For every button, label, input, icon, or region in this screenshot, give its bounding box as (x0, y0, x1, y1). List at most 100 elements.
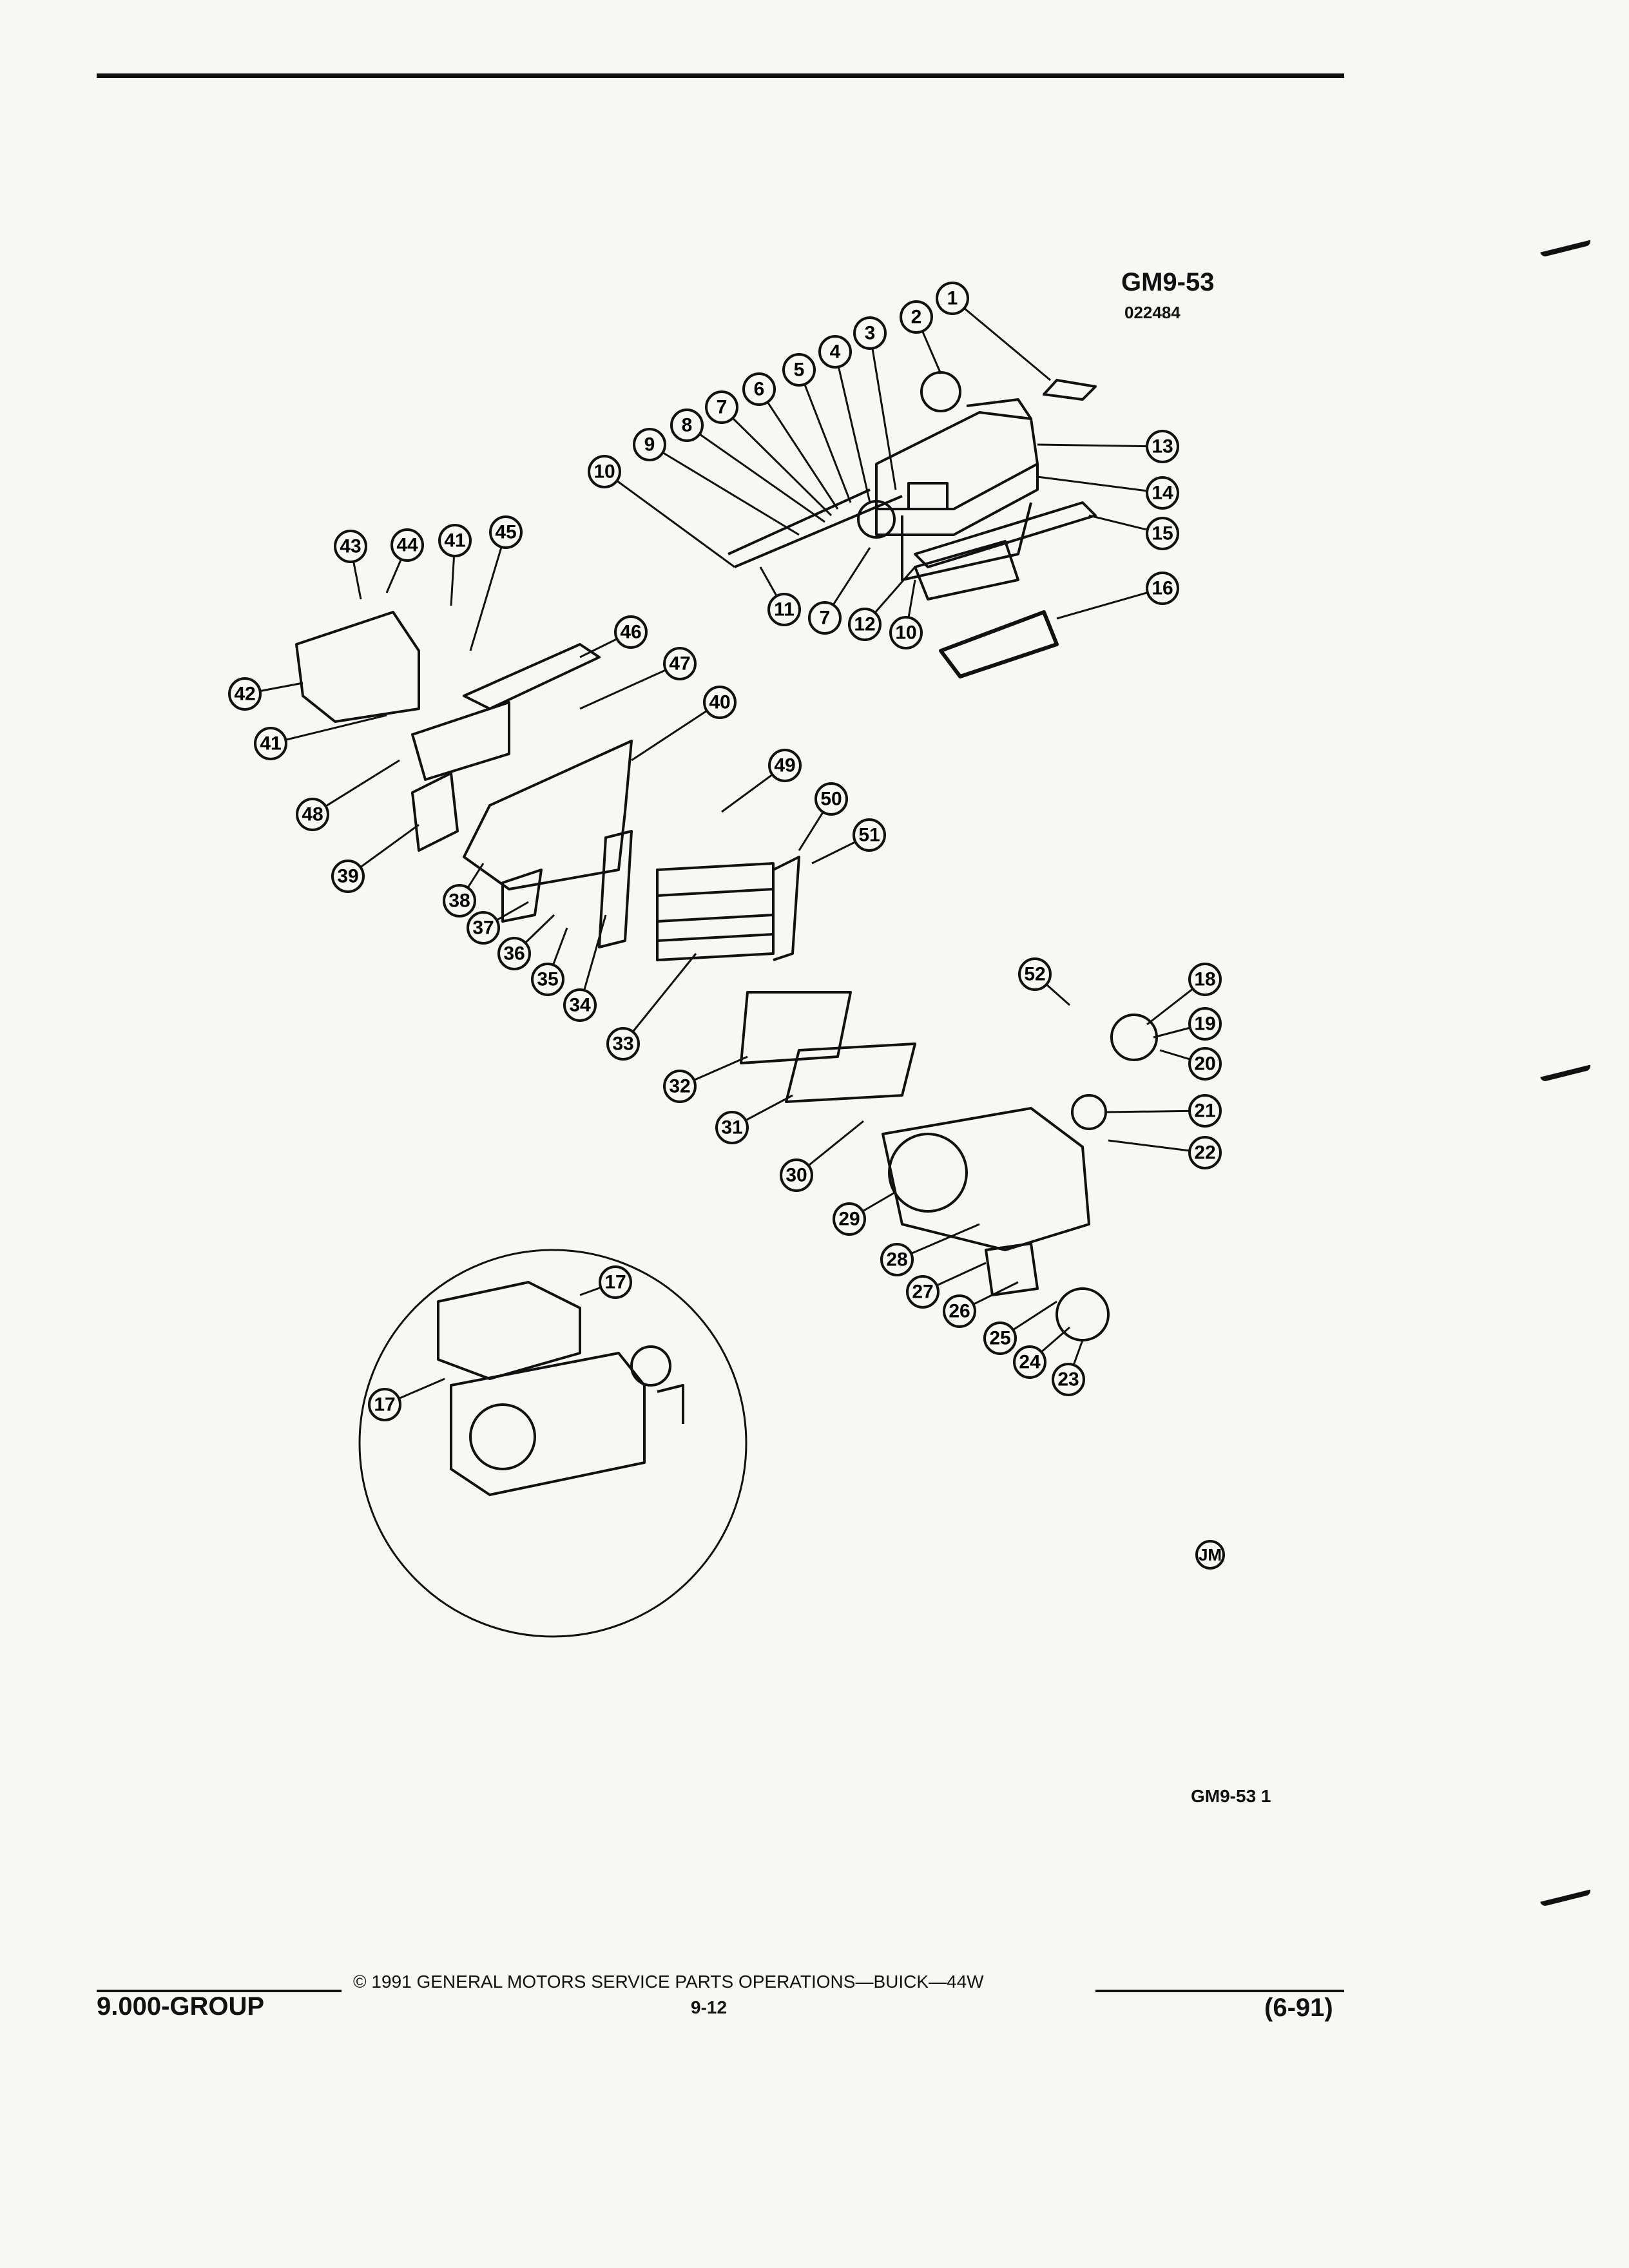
callout-marker: 31 (715, 1111, 749, 1144)
leader-line (604, 470, 735, 568)
callout-number: 46 (620, 622, 641, 643)
callout-number: 21 (1194, 1100, 1215, 1122)
callout-marker: 18 (1188, 963, 1222, 996)
leader-line (270, 714, 387, 745)
callout-circle (443, 884, 476, 918)
callout-circle (663, 647, 697, 680)
callout-marker: 10 (889, 616, 923, 649)
callout-number: 7 (717, 397, 728, 418)
callout-number: 32 (669, 1076, 690, 1097)
callout-number: 17 (604, 1272, 626, 1293)
callout-marker: 17 (368, 1388, 401, 1421)
callout-number: 12 (854, 614, 875, 635)
leader-line (869, 332, 897, 490)
callout-circle (815, 782, 848, 816)
callout-circle (936, 282, 969, 315)
callout-circle (614, 615, 648, 649)
callout-marker: 43 (334, 530, 367, 563)
callout-circle (1188, 1094, 1222, 1128)
callout-number: 9 (644, 434, 655, 456)
footer-page-number: 9-12 (691, 1997, 728, 2017)
callout-marker: 9 (633, 428, 666, 461)
leader-line (758, 389, 839, 510)
callout-marker: 5 (782, 353, 816, 387)
callout-marker: 26 (943, 1294, 976, 1328)
footer-copyright: © 1991 GENERAL MOTORS SERVICE PARTS OPER… (353, 1972, 984, 1992)
callout-number: 1 (947, 288, 958, 309)
callout-number: 11 (774, 599, 795, 620)
callout-number: 17 (374, 1394, 395, 1416)
callout-circle (606, 1027, 640, 1061)
callout-marker: 50 (815, 782, 848, 816)
callout-marker: 44 (390, 528, 424, 562)
callout-number: 27 (912, 1282, 933, 1303)
leader-line (798, 369, 852, 503)
callout-circle (1146, 572, 1179, 605)
callout-circle (848, 608, 882, 641)
callout-marker: 3 (853, 316, 887, 350)
footer-date: (6-91) (1264, 1994, 1333, 2022)
callout-circle (767, 593, 801, 626)
leader-line (469, 532, 507, 651)
callout-number: 22 (1194, 1142, 1215, 1164)
callout-circle (489, 515, 523, 549)
callout-marker: 28 (880, 1243, 914, 1276)
callout-number: 6 (754, 379, 765, 400)
callout-number: 10 (895, 622, 916, 644)
leader-line (834, 351, 871, 503)
figure-subcode: 022484 (1124, 303, 1181, 322)
callout-number: 43 (340, 536, 361, 557)
callout-circle (296, 798, 329, 831)
callout-circle (563, 988, 597, 1022)
leader-lines (244, 297, 1206, 1406)
callout-number: 10 (593, 461, 615, 483)
leader-line (1037, 443, 1163, 448)
callout-circle (531, 963, 564, 996)
callout-number: 47 (669, 653, 690, 675)
callout-circle (438, 524, 472, 557)
callout-circle (768, 749, 802, 782)
callout-circle (853, 818, 886, 852)
callout-number: 20 (1194, 1053, 1215, 1075)
callout-marker: 39 (331, 860, 365, 893)
callout-marker: 42 (228, 677, 262, 711)
callout-circle (880, 1243, 914, 1276)
callout-marker: 19 (1188, 1007, 1222, 1041)
upper-module-housing (875, 398, 1097, 581)
callout-marker: 48 (296, 798, 329, 831)
jm-badge: JM (1195, 1540, 1225, 1570)
callout-circle (703, 686, 737, 719)
callout-marker: 29 (833, 1202, 866, 1236)
jm-badge-text: JM (1199, 1545, 1222, 1564)
leader-line (312, 759, 400, 816)
heater-case-left (295, 611, 633, 948)
callout-marker: 13 (1146, 430, 1179, 463)
callout-circle (906, 1275, 940, 1309)
leader-line (1037, 476, 1163, 494)
callout-marker: 33 (606, 1027, 640, 1061)
callout-circle (1013, 1345, 1046, 1379)
callout-circle (1188, 1136, 1222, 1169)
callout-circle (853, 316, 887, 350)
callout-circle (1188, 1007, 1222, 1041)
callout-circle (983, 1321, 1017, 1355)
footer-rule-left (97, 1990, 342, 1992)
callout-circle (1188, 963, 1222, 996)
callout-marker: 11 (767, 593, 801, 626)
callout-number: 29 (838, 1209, 860, 1230)
callout-circle (331, 860, 365, 893)
callout-marker: 4 (818, 335, 852, 369)
callout-number: 19 (1194, 1014, 1215, 1035)
callout-marker: 6 (742, 372, 776, 406)
leader-line (622, 953, 697, 1044)
callout-circle (633, 428, 666, 461)
callout-marker: 36 (497, 937, 531, 970)
callout-number: 16 (1152, 578, 1173, 599)
callout-marker: 45 (489, 515, 523, 549)
inset-assembly (437, 1281, 684, 1496)
callout-number: 45 (495, 522, 516, 543)
blower-assembly (882, 1014, 1158, 1341)
callout-marker: 22 (1188, 1136, 1222, 1169)
callout-number: 41 (444, 530, 465, 552)
callout-number: 41 (260, 733, 281, 754)
